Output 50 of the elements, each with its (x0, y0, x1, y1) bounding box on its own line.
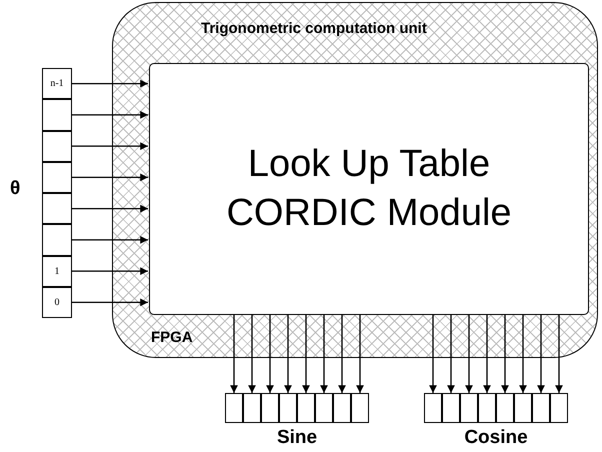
empty-bit-cell (478, 393, 496, 423)
panel-title: Trigonometric computation unit (201, 20, 427, 37)
register-label: θ (10, 178, 20, 200)
arrow (320, 314, 328, 393)
arrow (284, 314, 292, 393)
arrow (230, 314, 238, 393)
arrow (447, 314, 455, 393)
empty-bit-cell (351, 393, 369, 423)
empty-bit-cell (514, 393, 532, 423)
arrow (72, 142, 148, 150)
arrow (248, 314, 256, 393)
panel-label: FPGA (151, 329, 193, 346)
empty-bit-cell (442, 393, 460, 423)
arrow (72, 110, 148, 119)
arrow (356, 314, 364, 393)
hatched-panel (112, 2, 598, 358)
empty-bit-cell (460, 393, 478, 423)
bit-cell: 1 (42, 256, 72, 287)
arrow (302, 314, 310, 393)
module-box: Look Up Table CORDIC Module (149, 63, 589, 315)
arrow (338, 314, 346, 393)
empty-bit-cell (496, 393, 514, 423)
empty-bit-cell (550, 393, 568, 423)
arrow (555, 314, 563, 393)
empty-bit-cell (261, 393, 279, 423)
arrow (72, 267, 148, 276)
arrow (72, 236, 148, 244)
empty-bit-cell (279, 393, 297, 423)
arrow (429, 314, 437, 393)
empty-bit-cell (532, 393, 550, 423)
register-label: Cosine (463, 427, 529, 449)
arrow (519, 314, 527, 393)
empty-bit-cell (297, 393, 315, 423)
arrow (483, 314, 491, 393)
arrow (72, 298, 148, 306)
arrow (465, 314, 473, 393)
bit-cell: n-1 (42, 68, 72, 100)
register-label: Sine (276, 427, 318, 449)
bit-cell: 0 (42, 286, 72, 318)
empty-bit-cell (424, 393, 442, 423)
empty-bit-cell (243, 393, 261, 423)
arrow (537, 314, 545, 393)
empty-bit-cell (225, 393, 243, 423)
empty-bit-cell (315, 393, 333, 423)
arrow (72, 173, 148, 182)
arrow (72, 204, 148, 213)
empty-bit-cell (333, 393, 351, 423)
arrow (72, 80, 148, 88)
arrow (266, 314, 274, 393)
arrow (501, 314, 509, 393)
